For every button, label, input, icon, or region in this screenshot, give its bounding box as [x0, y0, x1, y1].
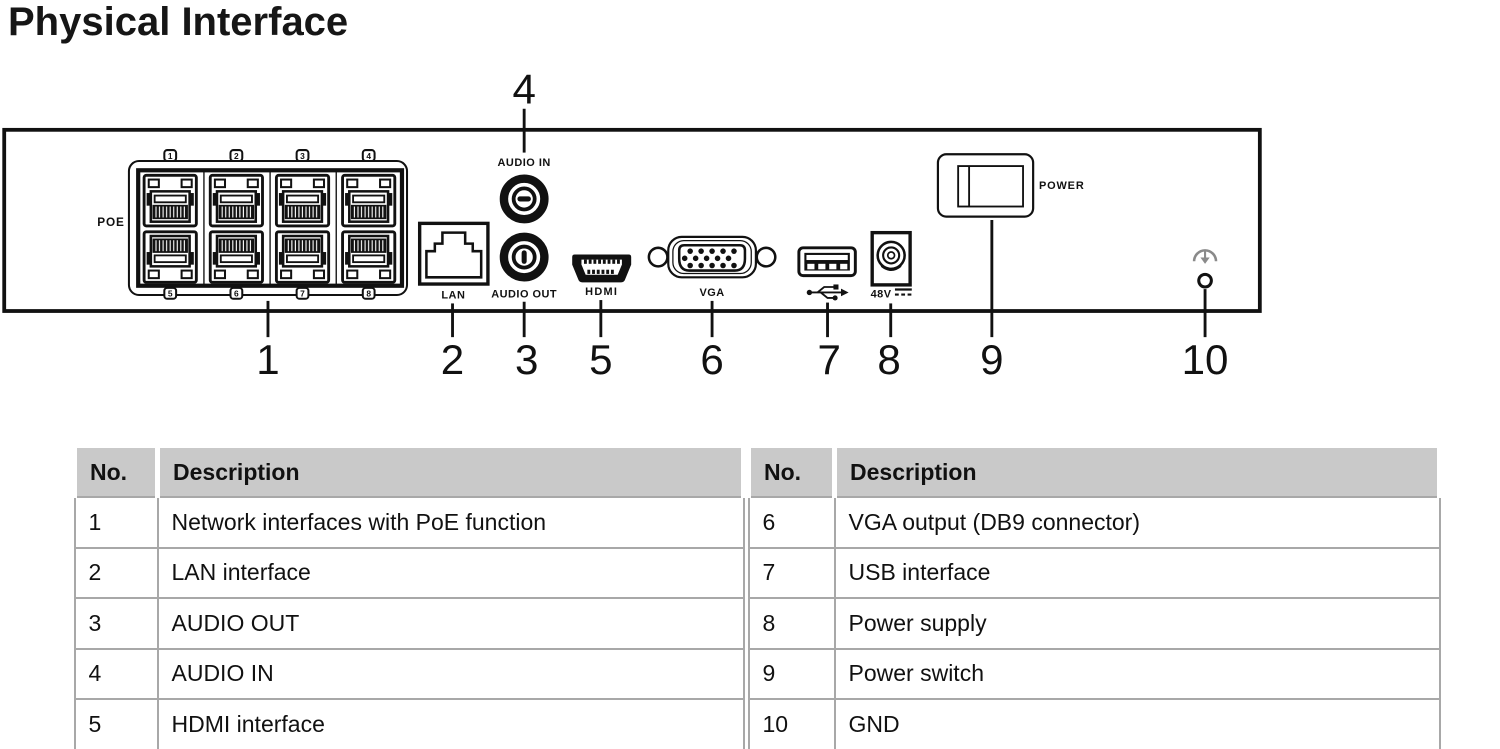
- row-description: HDMI interface: [156, 698, 745, 749]
- port-badge: 1: [168, 151, 173, 161]
- callout-2: 2: [441, 336, 464, 383]
- row-description: AUDIO IN: [156, 647, 745, 700]
- rj45-port: [142, 230, 198, 284]
- dc-48v-label: 48V: [871, 289, 892, 301]
- col-header-description: Description: [155, 448, 746, 498]
- port-badge: 4: [366, 151, 371, 161]
- row-no: 6: [747, 496, 836, 549]
- callout-5: 5: [589, 336, 612, 383]
- table-row: 10 GND: [747, 698, 1441, 749]
- table-row: 1 Network interfaces with PoE function: [73, 496, 745, 549]
- rj45-port: [208, 230, 264, 284]
- poe-port-block: POE 1 2 3 4 5: [97, 149, 409, 300]
- row-description: VGA output (DB9 connector): [833, 496, 1441, 549]
- power-switch: POWER: [936, 153, 1085, 218]
- hdmi-label: HDMI: [585, 286, 618, 298]
- row-description: Power switch: [833, 647, 1441, 700]
- audio-out-jack: AUDIO OUT: [491, 232, 557, 301]
- gnd-terminal: [1192, 249, 1218, 289]
- col-header-no: No.: [72, 448, 160, 498]
- callout-10: 10: [1182, 336, 1229, 383]
- callout-4: 4: [512, 70, 535, 113]
- row-no: 5: [73, 698, 159, 749]
- row-no: 1: [73, 496, 159, 549]
- poe-label: POE: [97, 216, 124, 229]
- col-header-no: No.: [746, 448, 837, 498]
- port-badge: 5: [168, 289, 173, 299]
- table-row: 6 VGA output (DB9 connector): [747, 496, 1441, 549]
- table-header-row: No. Description: [746, 448, 1442, 498]
- row-no: 9: [747, 647, 836, 700]
- row-description: USB interface: [833, 546, 1441, 599]
- row-description: Network interfaces with PoE function: [156, 496, 745, 549]
- lan-label: LAN: [441, 289, 465, 301]
- callout-8: 8: [877, 336, 900, 383]
- table-row: 7 USB interface: [747, 546, 1441, 599]
- port-badge: 2: [234, 151, 239, 161]
- callout-1: 1: [256, 336, 279, 383]
- row-description: Power supply: [833, 597, 1441, 650]
- rj45-port: [341, 230, 397, 284]
- table-row: 3 AUDIO OUT: [73, 597, 745, 650]
- port-badge: 6: [234, 289, 239, 299]
- vga-label: VGA: [699, 287, 724, 299]
- port-badges-top: 1 2 3 4: [163, 149, 376, 163]
- rear-panel-diagram: POE 1 2 3 4 5: [2, 70, 1262, 383]
- row-no: 7: [747, 546, 836, 599]
- row-description: AUDIO OUT: [156, 597, 745, 650]
- usb-icon: [806, 284, 849, 301]
- row-no: 8: [747, 597, 836, 650]
- audio-out-label: AUDIO OUT: [491, 289, 557, 301]
- row-description: GND: [833, 698, 1441, 749]
- table-row: 5 HDMI interface: [73, 698, 745, 749]
- rj45-port: [341, 173, 397, 228]
- rj45-port: [274, 230, 331, 284]
- audio-in-jack: AUDIO IN: [498, 157, 551, 224]
- row-no: 4: [73, 647, 159, 700]
- col-header-description: Description: [832, 448, 1442, 498]
- callout-7: 7: [817, 336, 840, 383]
- rj45-port: [208, 173, 264, 228]
- port-badge: 3: [300, 151, 305, 161]
- power-supply-jack: 48V: [870, 230, 912, 301]
- table-header-row: No. Description: [72, 448, 746, 498]
- description-table-left: No. Description 1 Network interfaces wit…: [72, 448, 746, 749]
- power-label: POWER: [1039, 180, 1085, 192]
- vga-port: VGA: [647, 235, 777, 299]
- dc-symbol-icon: [894, 288, 912, 296]
- callout-3: 3: [515, 336, 538, 383]
- row-no: 3: [73, 597, 159, 650]
- interface-description-tables: No. Description 1 Network interfaces wit…: [72, 448, 1442, 749]
- callout-9: 9: [980, 336, 1003, 383]
- table-row: 2 LAN interface: [73, 546, 745, 599]
- usb-port: [797, 246, 857, 301]
- lan-port: LAN: [417, 221, 490, 301]
- port-badge: 8: [366, 289, 371, 299]
- hdmi-port: HDMI: [572, 254, 632, 298]
- row-no: 2: [73, 546, 159, 599]
- page-title: Physical Interface: [8, 0, 349, 44]
- description-table-right: No. Description 6 VGA output (DB9 connec…: [746, 448, 1442, 749]
- rj45-port: [142, 173, 198, 228]
- callout-6: 6: [700, 336, 723, 383]
- table-row: 9 Power switch: [747, 647, 1441, 700]
- port-badge: 7: [300, 289, 305, 299]
- row-description: LAN interface: [156, 546, 745, 599]
- row-no: 10: [747, 698, 836, 749]
- callout-numbers: 4 1 2 3 5 6 7 8 9 10: [256, 70, 1228, 383]
- table-row: 8 Power supply: [747, 597, 1441, 650]
- rj45-port: [274, 173, 331, 228]
- audio-in-label: AUDIO IN: [498, 157, 551, 169]
- ground-icon: [1192, 249, 1218, 264]
- port-badges-bottom: 5 6 7 8: [163, 286, 376, 300]
- table-row: 4 AUDIO IN: [73, 647, 745, 700]
- callout-leader-lines: [266, 108, 1207, 338]
